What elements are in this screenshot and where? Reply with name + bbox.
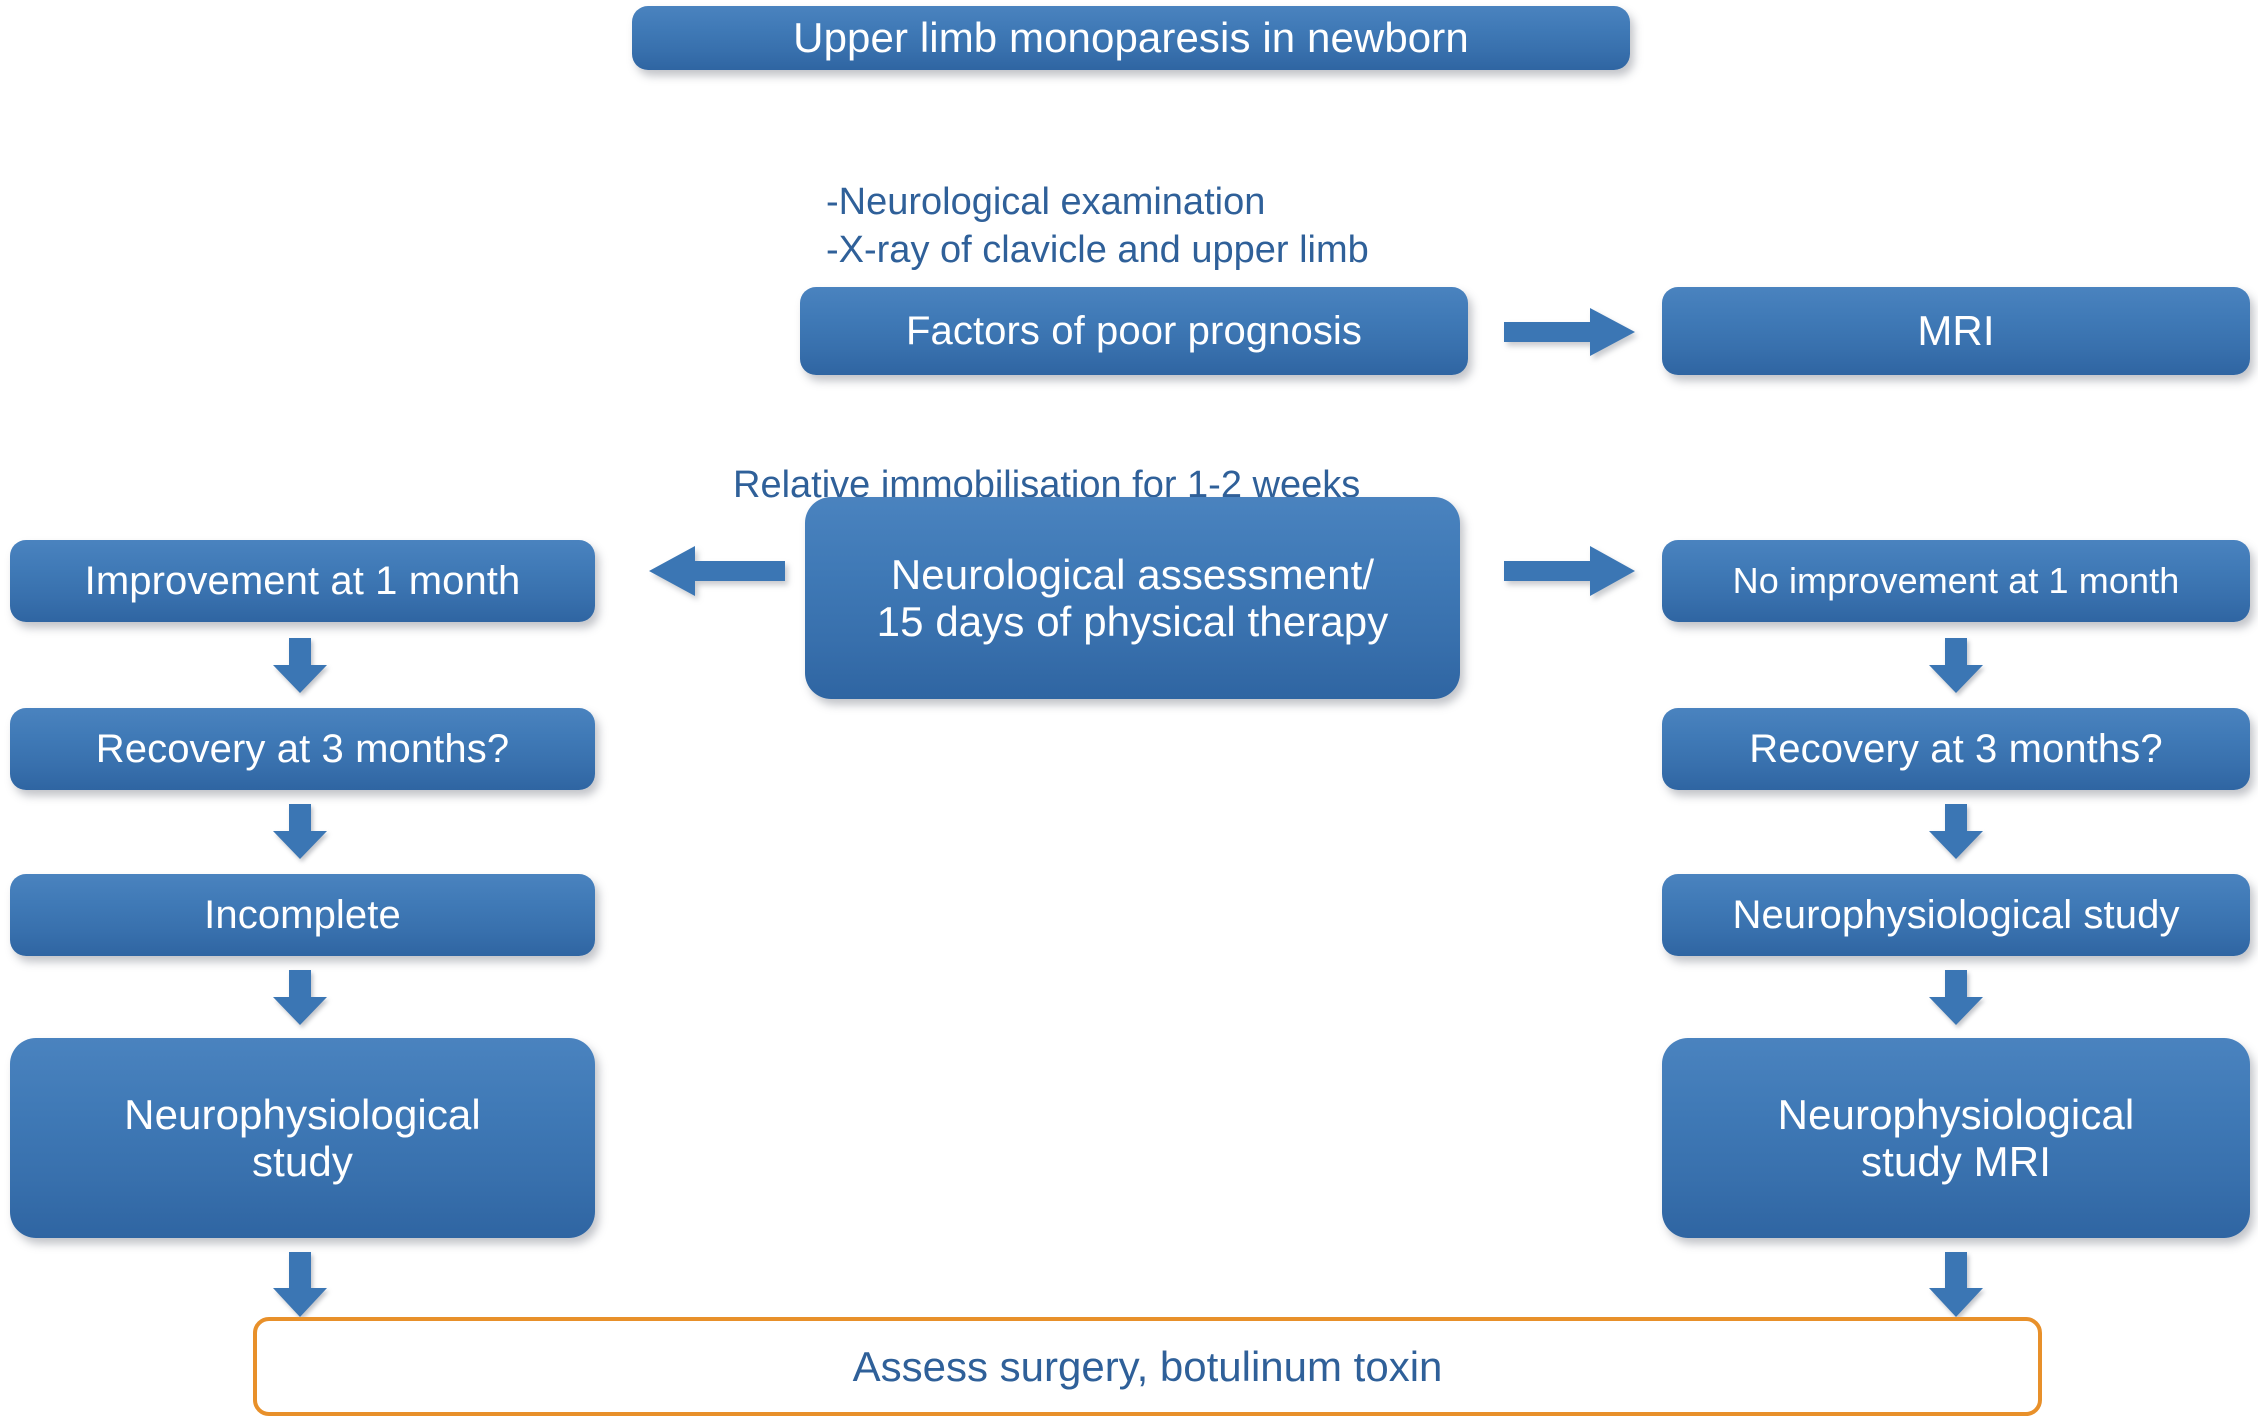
node-label: Neurophysiological study MRI (1777, 1090, 2135, 1185)
arrow-down-icon-right-4 (1928, 1252, 1984, 1318)
node-label: MRI (1917, 307, 1995, 355)
arrow-left-icon-assessment-to-improvement (648, 545, 785, 597)
node-upper-limb-monoparesis[interactable]: Upper limb monoparesis in newborn (632, 6, 1630, 70)
node-neurophysiological-study-mri[interactable]: Neurophysiological study MRI (1662, 1038, 2250, 1238)
node-mri[interactable]: MRI (1662, 287, 2250, 375)
annotation-initial-workup: -Neurological examination -X-ray of clav… (826, 129, 1586, 275)
annotation-text: -Neurological examination -X-ray of clav… (826, 180, 1369, 272)
arrow-right-icon-prognosis-to-mri (1504, 307, 1636, 357)
arrow-down-icon-left-1 (272, 638, 328, 694)
node-improvement-at-1-month[interactable]: Improvement at 1 month (10, 540, 595, 622)
node-label: Assess surgery, botulinum toxin (852, 1342, 1443, 1390)
node-label: Neurophysiological study (1732, 892, 2180, 937)
node-factors-of-poor-prognosis[interactable]: Factors of poor prognosis (800, 287, 1468, 375)
node-label: Neurological assessment/ 15 days of phys… (876, 550, 1389, 645)
node-neurological-assessment[interactable]: Neurological assessment/ 15 days of phys… (805, 497, 1460, 699)
node-label: Improvement at 1 month (84, 558, 521, 603)
arrow-right-icon-assessment-to-no-improvement (1504, 545, 1636, 597)
node-label: Recovery at 3 months? (95, 726, 510, 771)
arrow-down-icon-left-3 (272, 970, 328, 1026)
arrow-down-icon-right-3 (1928, 970, 1984, 1026)
arrow-down-icon-right-1 (1928, 638, 1984, 694)
node-assess-surgery-botulinum-toxin[interactable]: Assess surgery, botulinum toxin (253, 1317, 2042, 1416)
node-no-improvement-at-1-month[interactable]: No improvement at 1 month (1662, 540, 2250, 622)
node-label: Incomplete (204, 892, 401, 937)
node-incomplete[interactable]: Incomplete (10, 874, 595, 956)
node-label: Upper limb monoparesis in newborn (793, 14, 1469, 62)
node-recovery-at-3-months-left[interactable]: Recovery at 3 months? (10, 708, 595, 790)
node-label: No improvement at 1 month (1732, 559, 2180, 601)
node-neurophysiological-study-right[interactable]: Neurophysiological study (1662, 874, 2250, 956)
arrow-down-icon-right-2 (1928, 804, 1984, 860)
node-neurophysiological-study-left[interactable]: Neurophysiological study (10, 1038, 595, 1238)
node-recovery-at-3-months-right[interactable]: Recovery at 3 months? (1662, 708, 2250, 790)
annotation-relative-immobilisation: Relative immobilisation for 1-2 weeks (733, 412, 1533, 509)
arrow-down-icon-left-4 (272, 1252, 328, 1318)
node-label: Recovery at 3 months? (1749, 726, 2163, 771)
arrow-down-icon-left-2 (272, 804, 328, 860)
node-label: Neurophysiological study (124, 1090, 481, 1185)
node-label: Factors of poor prognosis (905, 308, 1363, 353)
